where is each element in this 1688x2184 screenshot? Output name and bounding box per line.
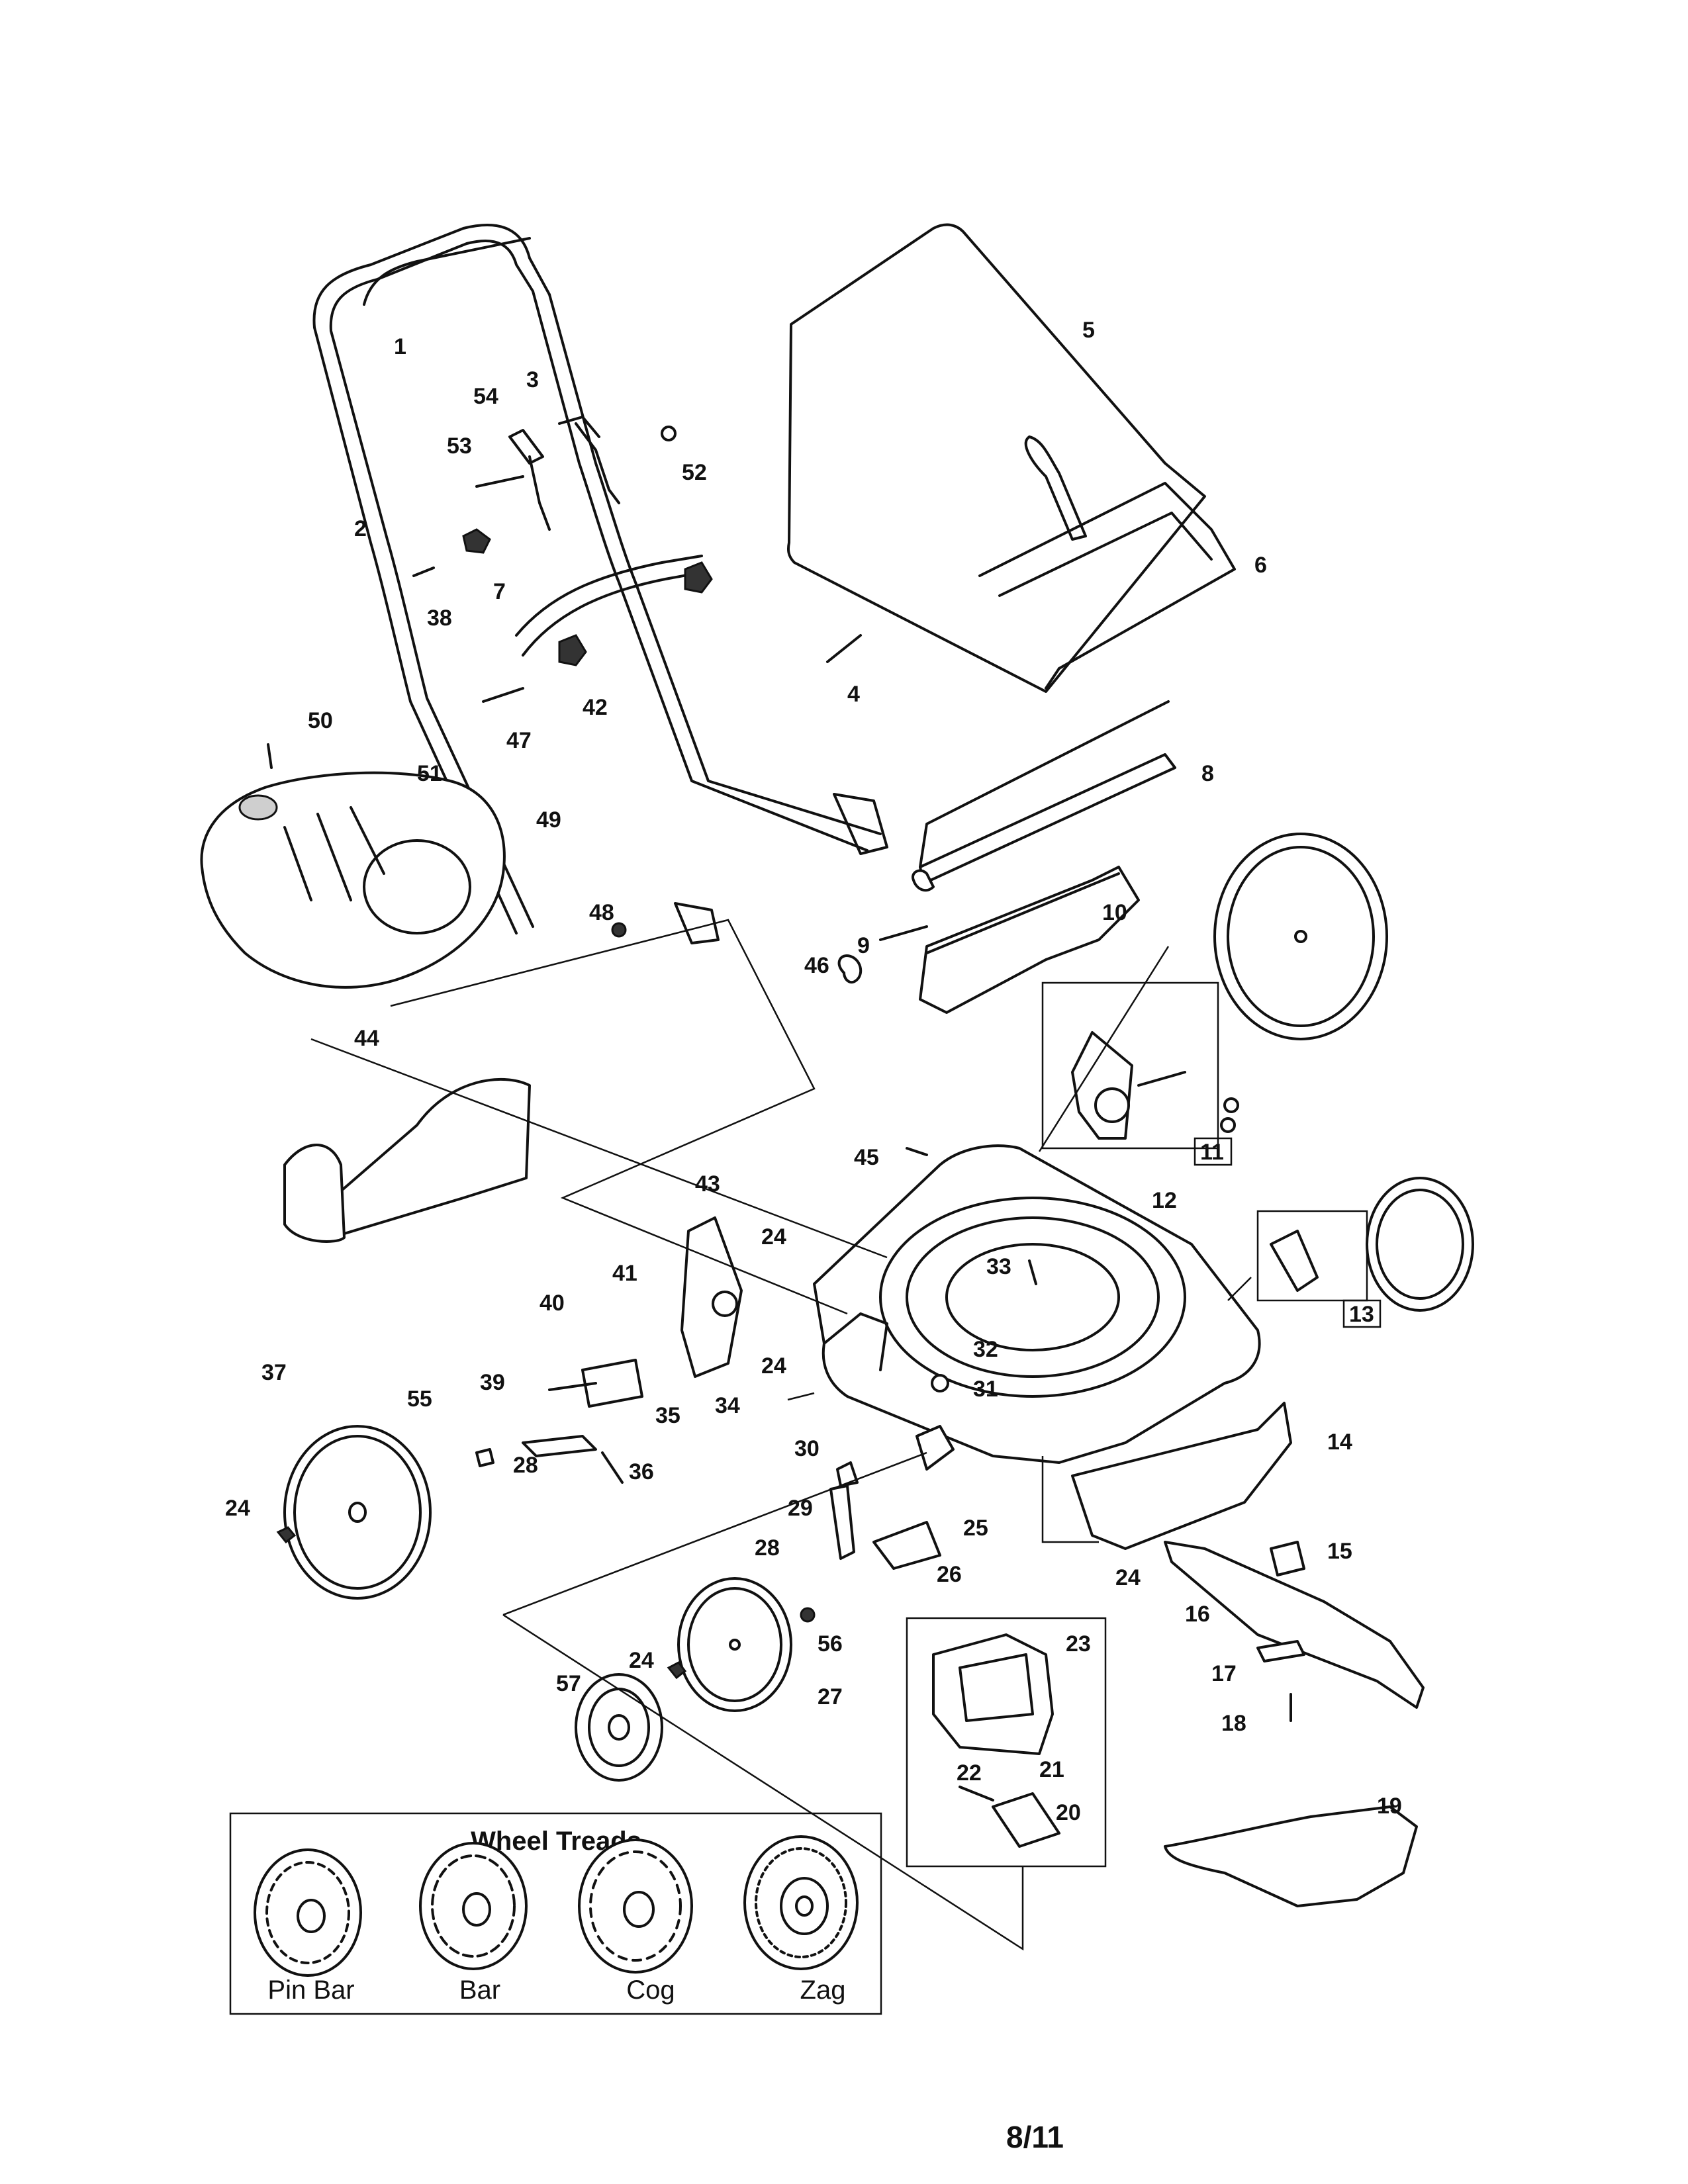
callout-30: 30 [794, 1436, 820, 1461]
callout-54: 54 [473, 384, 498, 409]
callout-15: 15 [1327, 1539, 1352, 1564]
callout-46: 46 [804, 953, 829, 978]
tread-pin-bar: Pin Bar [254, 1848, 362, 2005]
callout-48: 48 [589, 900, 614, 925]
callout-23: 23 [1066, 1631, 1091, 1657]
callout-56: 56 [818, 1631, 843, 1657]
callout-35: 35 [655, 1403, 680, 1428]
callout-47: 47 [506, 728, 532, 753]
mulch-plug-group [906, 1617, 1107, 1868]
callout-28-b: 28 [755, 1535, 780, 1561]
callout-13: 13 [1349, 1302, 1374, 1327]
baffle-and-blade [1071, 1402, 1425, 1722]
front-wheel-bottom [667, 1577, 792, 1712]
page-number: 8/11 [1006, 2120, 1064, 2154]
callout-1: 1 [394, 334, 406, 359]
callout-box-11 [1194, 1137, 1233, 1166]
callout-37: 37 [261, 1360, 287, 1385]
control-cables [475, 416, 677, 531]
callout-14: 14 [1327, 1430, 1352, 1455]
rear-door-assembly [837, 700, 1176, 1014]
callout-57: 57 [556, 1671, 581, 1696]
callout-51: 51 [417, 761, 442, 786]
callout-26: 26 [937, 1562, 962, 1587]
callout-20: 20 [1056, 1800, 1081, 1825]
callout-4: 4 [847, 682, 860, 707]
callout-10: 10 [1102, 900, 1127, 925]
mower-deck [813, 1144, 1261, 1464]
callout-50: 50 [308, 708, 333, 733]
grass-catcher-bag [787, 223, 1236, 693]
callout-17: 17 [1211, 1661, 1237, 1686]
engine-cover [200, 743, 506, 989]
callout-28-a: 28 [513, 1453, 538, 1478]
callout-53: 53 [447, 433, 472, 459]
callout-21: 21 [1039, 1757, 1064, 1782]
callout-18: 18 [1221, 1711, 1246, 1736]
callout-29: 29 [788, 1496, 813, 1521]
callout-2: 2 [354, 516, 367, 541]
callout-52: 52 [682, 460, 707, 485]
callout-45: 45 [854, 1145, 879, 1170]
callout-42: 42 [583, 695, 608, 720]
discharge-deflector [1164, 1805, 1418, 1907]
callout-34: 34 [715, 1393, 740, 1418]
tread-label-zag: Zag [800, 1976, 846, 2005]
right-height-adjuster-group [1256, 1177, 1474, 1312]
tread-label-cog: Cog [626, 1976, 675, 2005]
callout-44: 44 [354, 1026, 379, 1051]
callout-box-13 [1342, 1299, 1382, 1328]
rear-wheel-right [1213, 833, 1388, 1040]
wheel-treads-inset: Wheel Treads Pin Bar Bar Cog Zag [229, 1812, 882, 2015]
callout-24-e: 24 [1115, 1565, 1141, 1590]
callout-24-d: 24 [629, 1648, 654, 1673]
knobs-and-bolts [412, 528, 862, 703]
callout-22: 22 [957, 1760, 982, 1786]
side-discharge-chute [283, 1077, 531, 1243]
callout-49: 49 [536, 807, 561, 833]
callout-27: 27 [818, 1684, 843, 1709]
callout-38: 38 [427, 606, 452, 631]
callout-24-b: 24 [761, 1353, 786, 1379]
callout-33: 33 [986, 1254, 1011, 1279]
tread-bar: Bar [419, 1842, 528, 2005]
tread-zag: Zag [743, 1835, 859, 2005]
callout-31: 31 [973, 1377, 998, 1402]
callout-24-c: 24 [225, 1496, 250, 1521]
callout-43: 43 [695, 1171, 720, 1197]
handle-assembly [312, 224, 888, 944]
callout-9: 9 [857, 933, 870, 958]
callout-8: 8 [1201, 761, 1214, 786]
front-wheel-left [276, 1425, 432, 1600]
callout-16: 16 [1185, 1602, 1210, 1627]
callout-5: 5 [1082, 318, 1095, 343]
rear-height-adjuster-group [1041, 981, 1239, 1150]
callout-39: 39 [480, 1370, 505, 1395]
tread-label-pin-bar: Pin Bar [267, 1976, 354, 2005]
callout-3: 3 [526, 367, 539, 392]
wheel-treads-frame [229, 1812, 882, 2015]
front-height-adjuster [475, 1216, 743, 1484]
callout-36: 36 [629, 1459, 654, 1484]
callout-numbers: 1 2 3 4 5 6 7 8 9 10 11 12 13 14 15 16 1… [225, 318, 1402, 1825]
callout-11: 11 [1200, 1140, 1224, 1165]
callout-7: 7 [493, 579, 506, 604]
callout-25: 25 [963, 1516, 988, 1541]
leader-lines [310, 919, 1252, 1951]
callout-41: 41 [612, 1261, 637, 1286]
callout-12: 12 [1152, 1188, 1177, 1213]
callout-6: 6 [1254, 553, 1267, 578]
callout-40: 40 [539, 1291, 565, 1316]
tread-label-bar: Bar [459, 1976, 500, 2005]
callout-32: 32 [973, 1337, 998, 1362]
misc-hardware [611, 922, 1037, 1623]
callout-24-a: 24 [761, 1224, 786, 1250]
callout-19: 19 [1377, 1794, 1402, 1819]
tread-wheel-57 [575, 1673, 663, 1782]
tread-cog: Cog [578, 1839, 693, 2005]
callout-55: 55 [407, 1387, 432, 1412]
